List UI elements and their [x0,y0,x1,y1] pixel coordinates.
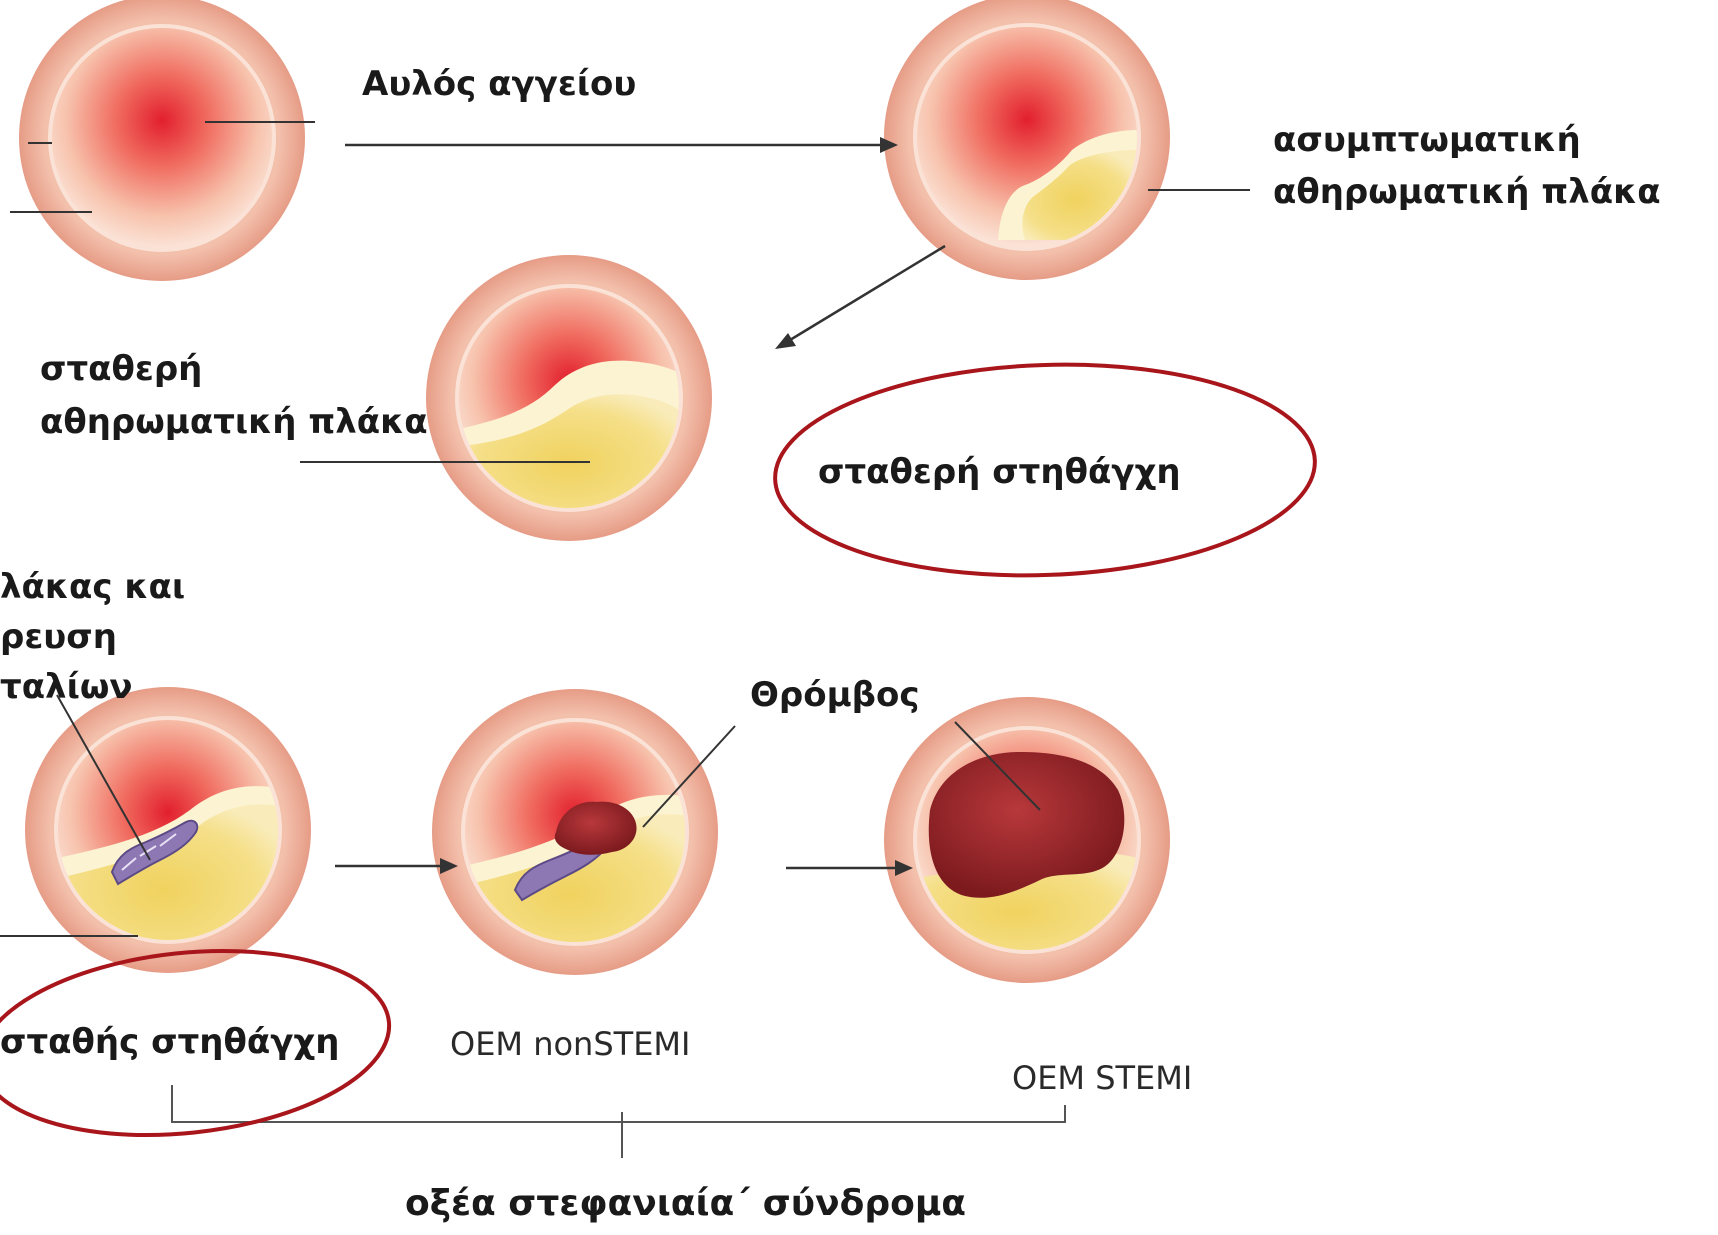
vessel-stemi [884,697,1170,983]
vessel-nstemi [432,689,718,975]
rupture-label-line1: λάκας και [0,565,185,609]
stemi-label: OEM STEMI [1012,1056,1192,1100]
thrombus-label: Θρόμβος [750,673,919,717]
lumen-label: Αυλός αγγείου [362,62,636,106]
acs-bracket [172,1085,1065,1158]
rupture-label-line3: ταλίων [0,665,133,709]
vessel-normal [19,0,305,281]
asymptomatic-plaque-label-line2: αθηρωματική πλάκα [1273,170,1661,214]
nstemi-label: OEM nonSTEMI [450,1022,690,1066]
acs-label: οξέα στεφανιαία΄ σύνδρομα [405,1182,966,1226]
vessel-asymptomatic-plaque [884,0,1170,280]
vessel-plaque-rupture [25,687,311,973]
vessel-stable-plaque [426,255,712,541]
asymptomatic-plaque-label-line1: ασυμπτωματική [1273,118,1581,162]
stable-angina-label: σταθερή στηθάγχη [818,450,1181,494]
unstable-angina-label: σταθής στηθάγχη [0,1020,340,1064]
stable-plaque-label-line1: σταθερή [40,347,202,391]
stable-plaque-label-line2: αθηρωματική πλάκα [40,400,428,444]
rupture-label-line2: ρευση [0,615,117,659]
